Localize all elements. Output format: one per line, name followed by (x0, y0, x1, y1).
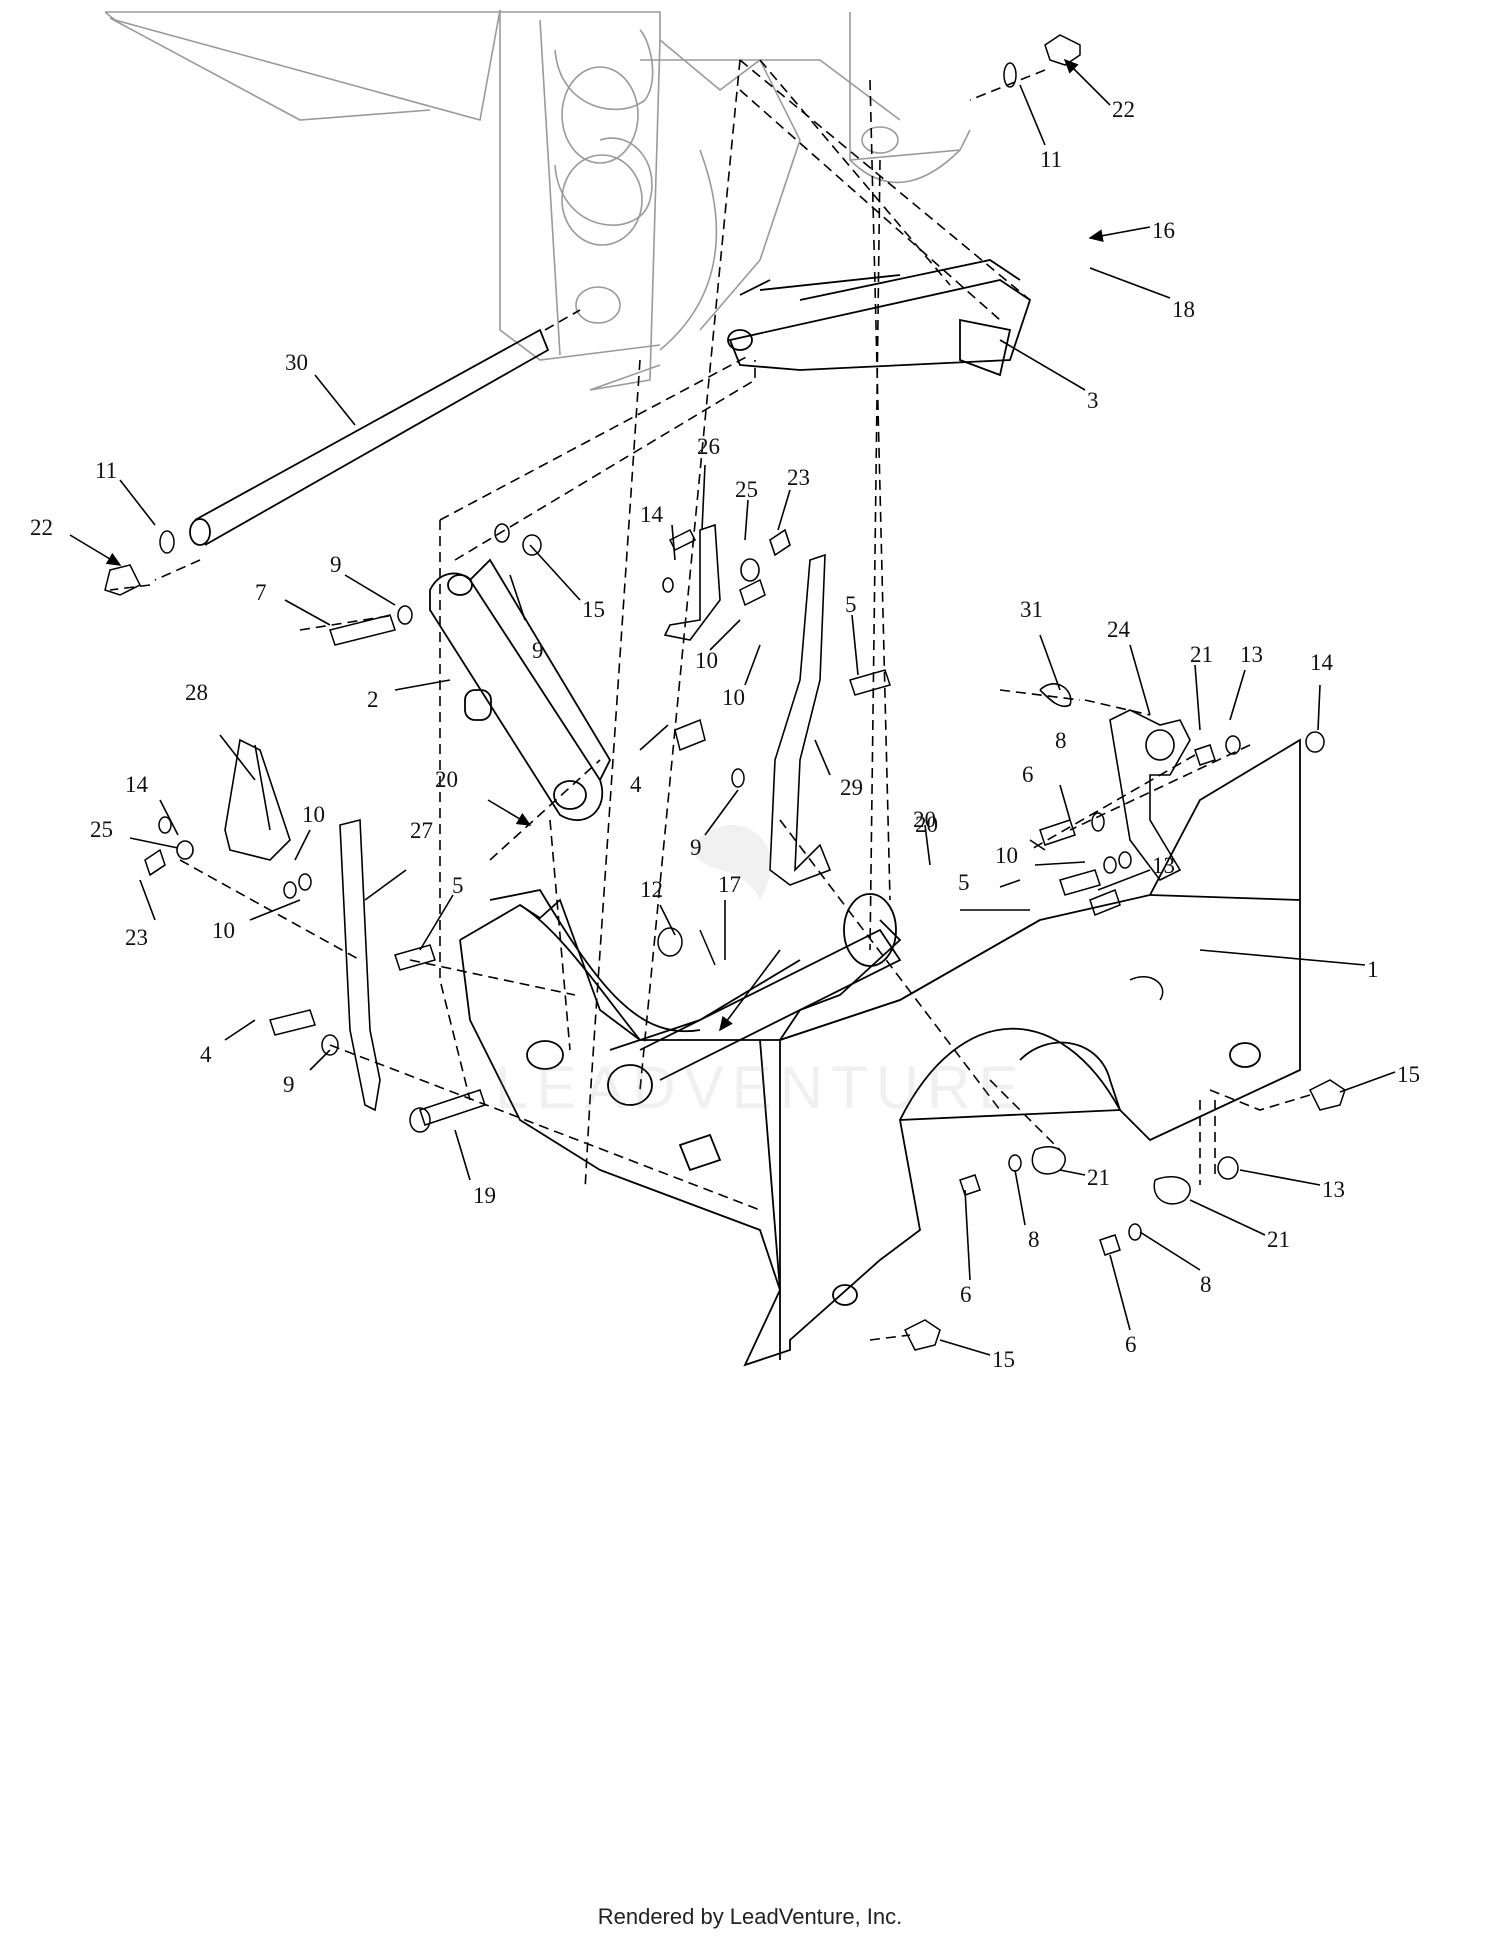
callout: 13 (1152, 853, 1175, 878)
callout: 14 (125, 772, 149, 797)
callout: 23 (125, 925, 148, 950)
main-frame-part (459, 738, 1301, 1367)
callout: 15 (992, 1347, 1015, 1372)
callout: 3 (1087, 388, 1099, 413)
callout: 6 (1125, 1332, 1137, 1357)
callout: 10 (995, 843, 1018, 868)
callout: 8 (1055, 728, 1067, 753)
callout: 5 (452, 873, 464, 898)
callout: 10 (302, 802, 325, 827)
pivot-rod-part-30 (189, 328, 550, 546)
callout: 20 (435, 767, 458, 792)
frame-context (104, 9, 971, 391)
callout: 18 (1172, 297, 1195, 322)
callout: 10 (212, 918, 235, 943)
callout: 10 (722, 685, 745, 710)
callout: 16 (1152, 218, 1175, 243)
callout: 25 (735, 477, 758, 502)
callout: 20 (915, 812, 938, 837)
callout: 20 (913, 807, 936, 832)
callout: 11 (1040, 147, 1062, 172)
callout: 5 (958, 870, 970, 895)
alignment-lines (109, 59, 1311, 1341)
callout: 30 (285, 350, 308, 375)
callout: 6 (960, 1282, 972, 1307)
pivot-tube (489, 888, 902, 1081)
hardware-items (104, 34, 1346, 1351)
callout: 14 (640, 502, 664, 527)
footer-credit: Rendered by LeadVenture, Inc. (597, 1904, 903, 1929)
watermark-text: LEADVENTURE (495, 1054, 1026, 1121)
callout: 7 (255, 580, 267, 605)
callout: 13 (1240, 642, 1263, 667)
callout: 12 (640, 877, 663, 902)
callout: 9 (330, 552, 342, 577)
callout: 25 (90, 817, 113, 842)
callout: 31 (1020, 597, 1043, 622)
actuator-part-3 (727, 259, 1032, 377)
callout: 13 (1322, 1177, 1345, 1202)
callout: 9 (283, 1072, 295, 1097)
callout: 21 (1190, 642, 1213, 667)
callout: 9 (532, 638, 544, 663)
callout: 15 (582, 597, 605, 622)
callout: 2 (367, 687, 379, 712)
callout: 4 (200, 1042, 212, 1067)
callout: 24 (1107, 617, 1131, 642)
callout: 19 (473, 1183, 496, 1208)
callout: 8 (1028, 1227, 1040, 1252)
callout: 8 (1200, 1272, 1212, 1297)
callout: 5 (845, 592, 857, 617)
lift-arm-part-2 (429, 558, 612, 821)
left-bracket-parts (149, 738, 381, 1112)
callout: 27 (410, 818, 433, 843)
callout: 21 (1087, 1165, 1110, 1190)
callout: 1 (1367, 957, 1379, 982)
leader-lines (69, 58, 1396, 1356)
callout-labels: 22 11 16 18 3 30 11 22 26 25 23 14 9 7 1… (30, 97, 1420, 1372)
callout: 10 (695, 648, 718, 673)
callout: 6 (1022, 762, 1034, 787)
callout: 28 (185, 680, 208, 705)
callout: 22 (1112, 97, 1135, 122)
right-bracket-part-24 (1039, 683, 1191, 882)
watermark: LEADVENTURE (495, 825, 1026, 1121)
callout: 22 (30, 515, 53, 540)
callout: 23 (787, 465, 810, 490)
right-arm-parts (663, 523, 832, 886)
callout: 4 (630, 772, 642, 797)
callout: 21 (1267, 1227, 1290, 1252)
callout: 15 (1397, 1062, 1420, 1087)
callout: 29 (840, 775, 863, 800)
callout: 26 (697, 434, 720, 459)
callout: 17 (718, 872, 741, 897)
callout: 11 (95, 458, 117, 483)
callout: 9 (690, 835, 702, 860)
callout: 14 (1310, 650, 1334, 675)
